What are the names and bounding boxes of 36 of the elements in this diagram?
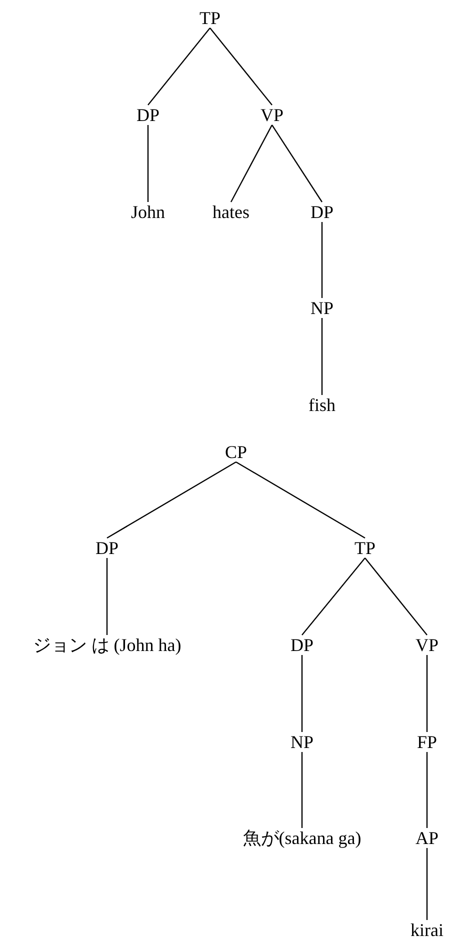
tree-node-label: VP (260, 105, 284, 125)
tree-branch (272, 124, 322, 202)
tree-branch (301, 752, 303, 828)
tree-node-label: fish (308, 395, 336, 415)
tree-node-label: TP (354, 538, 376, 558)
tree-node-label: 魚が(sakana ga) (242, 828, 362, 848)
tree-node-label: NP (310, 298, 334, 318)
tree-node-label: hates (212, 202, 250, 222)
tree-branch (230, 124, 273, 202)
tree-node-label: FP (416, 732, 438, 752)
tree-branch (147, 125, 149, 202)
tree-branch (426, 848, 428, 920)
tree-node-label: DP (136, 105, 160, 125)
tree-node-label: NP (290, 732, 314, 752)
tree-node-label: ジョン は (John ha) (32, 635, 182, 655)
tree-branch (321, 318, 323, 395)
tree-branch (210, 28, 272, 106)
tree-branch (301, 655, 303, 732)
tree-node-label: DP (96, 538, 118, 558)
tree-branch (106, 461, 236, 539)
tree-branch (321, 222, 323, 298)
tree-node-label: VP (416, 635, 438, 655)
tree-branch (364, 558, 428, 636)
tree-node-label: John (131, 202, 165, 222)
tree-node-label: AP (416, 828, 438, 848)
tree-node-label: TP (200, 8, 220, 28)
tree-node-label: kirai (410, 920, 444, 940)
tree-branch (148, 28, 210, 106)
tree-node-label: CP (224, 442, 248, 462)
tree-branch (236, 461, 366, 539)
tree-node-label: DP (290, 635, 314, 655)
tree-node-label: DP (310, 202, 334, 222)
tree-branch (106, 558, 108, 635)
tree-branch (302, 558, 366, 636)
tree-branch (426, 752, 428, 828)
tree-branch (426, 655, 428, 732)
